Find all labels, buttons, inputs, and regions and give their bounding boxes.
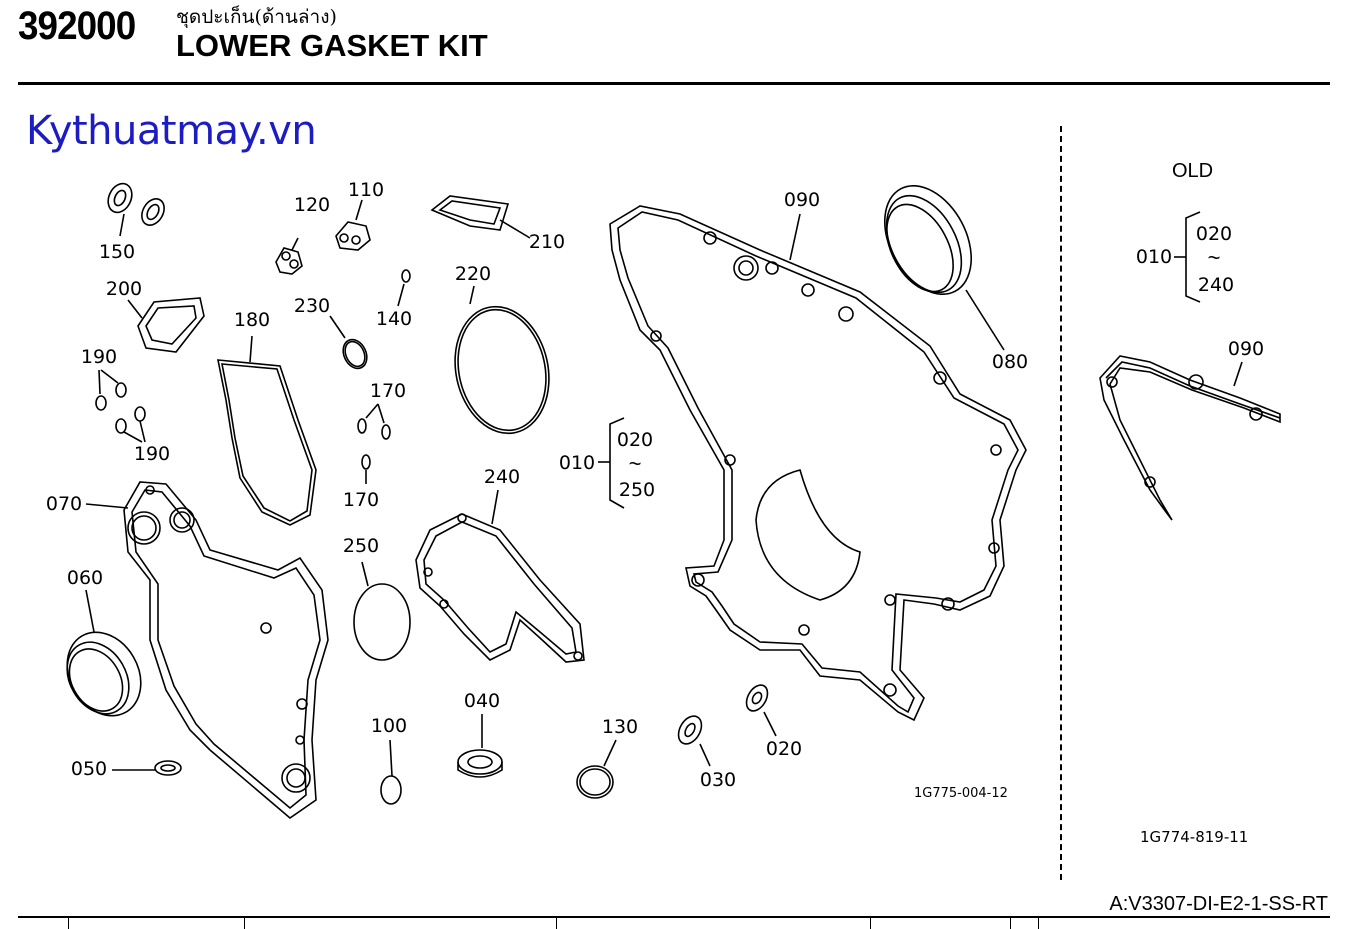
footer-cell-divider <box>68 918 69 929</box>
part-150-seals[interactable] <box>104 180 169 237</box>
part-120-gasket[interactable] <box>275 237 303 275</box>
footer-cell-divider <box>244 918 245 929</box>
footer-cell-divider <box>870 918 871 929</box>
callout-180[interactable]: 180 <box>233 309 271 331</box>
part-200-gasket[interactable] <box>127 297 205 353</box>
part-250-o-ring[interactable] <box>353 561 411 661</box>
part-040-seal[interactable] <box>457 714 503 778</box>
callout-110[interactable]: 110 <box>347 179 385 201</box>
callout-250[interactable]: 250 <box>342 535 380 557</box>
part-060-oil-seal[interactable] <box>53 589 156 729</box>
old-kit-last-240: 240 <box>1197 274 1235 296</box>
callout-050[interactable]: 050 <box>70 758 108 780</box>
callout-150[interactable]: 150 <box>98 241 136 263</box>
old-section-label: OLD <box>1172 160 1214 182</box>
old-part-090-gasket[interactable] <box>1099 355 1281 521</box>
callout-230[interactable]: 230 <box>293 295 331 317</box>
callout-170-bottom[interactable]: 170 <box>342 489 380 511</box>
footer-cell-divider <box>556 918 557 929</box>
callout-070[interactable]: 070 <box>45 493 83 515</box>
kit-range-tilde: ~ <box>628 451 642 476</box>
callout-090[interactable]: 090 <box>783 189 821 211</box>
watermark-logo: Kythuatmay.vn <box>26 108 317 154</box>
callout-190-top[interactable]: 190 <box>80 346 118 368</box>
callout-210[interactable]: 210 <box>528 231 566 253</box>
part-090-gasket[interactable] <box>609 205 1027 722</box>
callout-100[interactable]: 100 <box>370 715 408 737</box>
part-050-seal[interactable] <box>112 760 182 776</box>
part-190-seals[interactable] <box>95 369 146 443</box>
old-kit-range-tilde: ~ <box>1207 245 1221 270</box>
callout-200[interactable]: 200 <box>105 278 143 300</box>
figure-ref-old: 1G774-819-11 <box>1140 828 1249 846</box>
kit-last-250: 250 <box>618 479 656 501</box>
header-rule <box>18 82 1330 85</box>
footer-rule <box>18 916 1330 918</box>
part-020-seal[interactable] <box>742 681 777 737</box>
part-130-o-ring[interactable] <box>576 739 617 799</box>
callout-080[interactable]: 080 <box>991 351 1029 373</box>
model-code: A:V3307-DI-E2-1-SS-RT <box>1109 893 1328 915</box>
old-callout-090[interactable]: 090 <box>1227 338 1265 360</box>
callout-060[interactable]: 060 <box>66 567 104 589</box>
old-kit-parent-010[interactable]: 010 <box>1135 246 1173 268</box>
kit-bracket-main <box>598 417 625 509</box>
kit-bracket-old <box>1174 211 1201 303</box>
part-100-o-ring[interactable] <box>380 739 402 805</box>
callout-040[interactable]: 040 <box>463 690 501 712</box>
footer-cell-divider <box>1038 918 1039 929</box>
part-210-gasket[interactable] <box>430 195 531 239</box>
part-220-o-ring[interactable] <box>444 285 561 442</box>
callout-140[interactable]: 140 <box>375 308 413 330</box>
kit-parent-010[interactable]: 010 <box>558 452 596 474</box>
page-title-thai: ชุดปะเก็น(ด้านล่าง) <box>176 6 337 28</box>
figure-ref-main: 1G775-004-12 <box>914 786 1008 801</box>
page-number: 392000 <box>18 4 136 48</box>
kit-first-020: 020 <box>616 429 654 451</box>
part-240-gasket[interactable] <box>415 489 585 663</box>
section-divider <box>1060 126 1062 880</box>
part-080-oil-seal[interactable] <box>867 171 1005 351</box>
old-kit-first-020: 020 <box>1195 223 1233 245</box>
part-030-seal[interactable] <box>674 712 711 767</box>
part-070-gasket[interactable] <box>85 481 329 820</box>
callout-220[interactable]: 220 <box>454 263 492 285</box>
callout-120[interactable]: 120 <box>293 194 331 216</box>
part-140-o-ring[interactable] <box>397 269 411 307</box>
callout-240[interactable]: 240 <box>483 466 521 488</box>
callout-190-bottom[interactable]: 190 <box>133 443 171 465</box>
part-170-o-rings[interactable] <box>357 403 391 484</box>
footer-cell-divider <box>1010 918 1011 929</box>
callout-020[interactable]: 020 <box>765 738 803 760</box>
part-110-gasket[interactable] <box>335 199 371 251</box>
callout-170-top[interactable]: 170 <box>369 380 407 402</box>
callout-130[interactable]: 130 <box>601 716 639 738</box>
page-title: LOWER GASKET KIT <box>176 28 488 63</box>
part-180-gasket[interactable] <box>217 335 317 526</box>
part-230-o-ring[interactable] <box>329 315 371 372</box>
callout-030[interactable]: 030 <box>699 769 737 791</box>
